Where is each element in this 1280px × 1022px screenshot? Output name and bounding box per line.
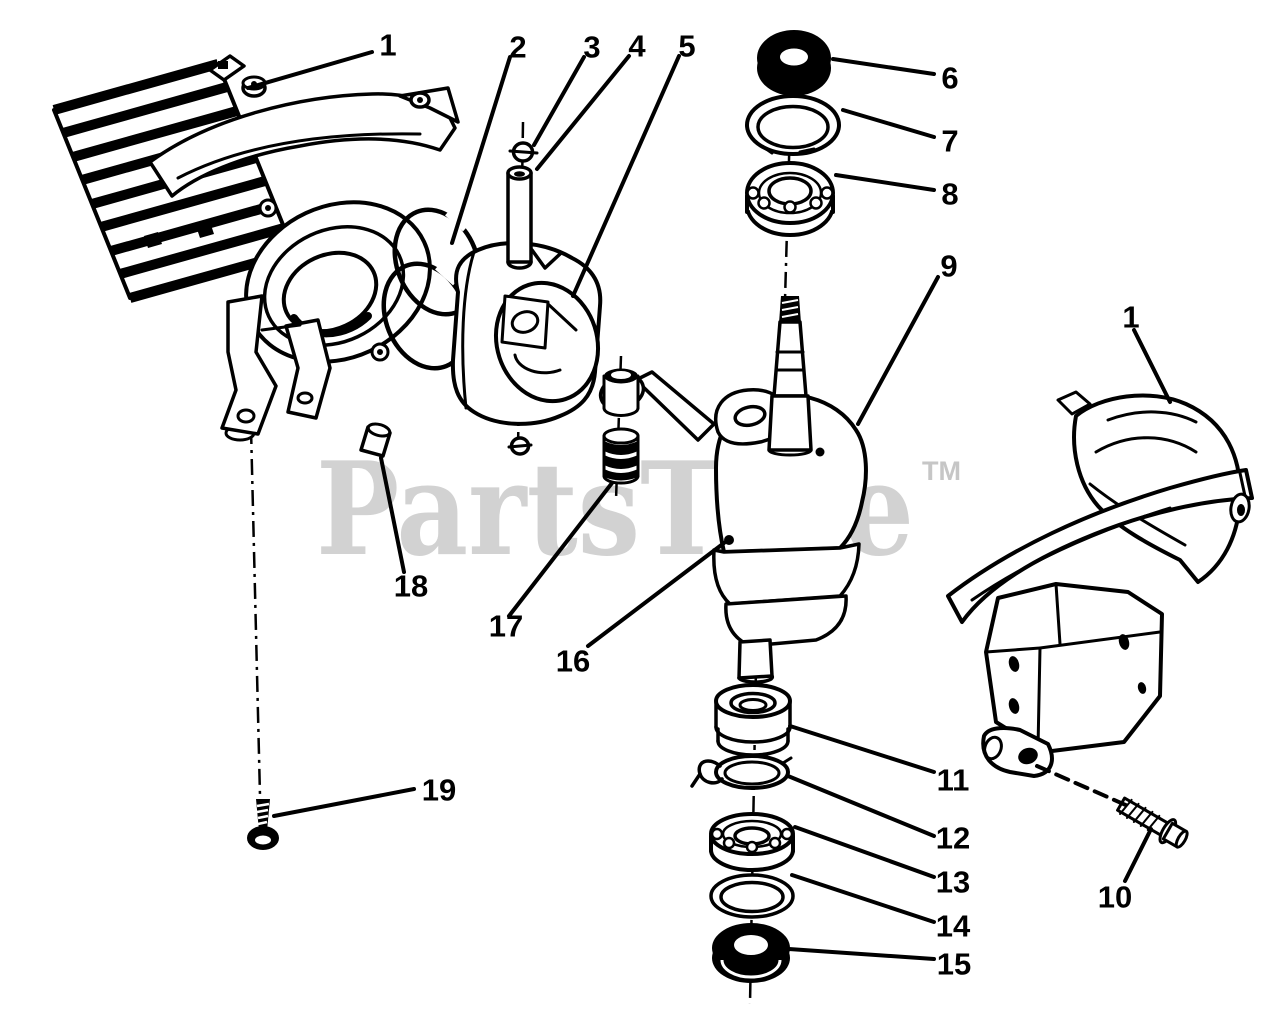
callout-4[interactable]: 4 [628,29,646,64]
callout-10[interactable]: 10 [1098,880,1132,915]
part-7-retaining-ring [745,94,841,156]
callout-17[interactable]: 17 [489,609,523,644]
part-12-retaining-clip [690,754,793,790]
callout-13[interactable]: 13 [936,865,970,900]
callout-leader-12 [786,774,936,838]
part-14-washer [709,873,795,919]
callout-5[interactable]: 5 [678,29,695,64]
callout-leader-1-right [1132,328,1172,404]
part-19-screw [247,799,279,850]
callout-12[interactable]: 12 [936,821,970,856]
callout-14[interactable]: 14 [936,909,971,944]
callout-leader-7 [841,108,936,139]
callout-leader-6 [831,57,936,76]
callout-leader-19 [272,787,416,818]
part-15-oil-seal [712,923,790,983]
part-1-cylinder-crankcase-assembly [52,54,460,442]
part-13-ball-bearing [709,812,795,872]
stud [196,222,214,238]
callout-19[interactable]: 19 [422,773,456,808]
callout-leader-16 [586,541,726,648]
callout-leader-3 [532,55,586,147]
callout-leader-14 [790,873,936,924]
callout-leader-5 [571,54,681,298]
part-18-bushing [359,422,392,458]
callout-leader-2 [450,55,512,245]
part-6-oil-seal [757,30,831,96]
part-4-piston-pin [506,165,533,270]
rod-needle-bearing [602,368,640,417]
head-bolt-hole [218,61,228,69]
callout-18[interactable]: 18 [394,569,428,604]
axis-case-screw [249,427,262,797]
retaining-clip-lower [507,436,533,456]
callout-leader-17 [507,481,614,618]
part-16-set-screw [724,535,734,545]
watermark-trademark: TM [922,456,961,486]
part-17-bearing-sleeve [602,427,640,485]
crankcase-mouth [244,198,432,364]
callout-7[interactable]: 7 [941,124,958,159]
callout-leader-1-left [246,50,374,90]
part-3-retaining-clip [508,141,539,163]
callout-leader-15 [787,947,936,961]
callout-2[interactable]: 2 [509,30,526,65]
callout-leader-18 [379,456,406,574]
crankcase-legs [220,294,332,442]
part-11-collar [714,683,792,757]
stud [144,232,162,248]
callout-leader-8 [834,173,936,192]
part-1-shroud-crankcase-half [946,390,1254,778]
part-9-crankshaft [712,296,868,684]
callout-11[interactable]: 11 [937,763,970,798]
callout-leader-10 [1123,827,1153,883]
callout-leader-4 [535,54,631,171]
callout-8[interactable]: 8 [941,177,958,212]
callout-leader-10-axis [1035,764,1130,808]
callout-leader-9 [856,275,940,426]
wrist-pin-boss [510,310,540,334]
callout-leader-11 [788,724,936,774]
callout-9[interactable]: 9 [940,249,957,284]
part-10-flange-bolt [1116,796,1189,849]
callout-15[interactable]: 15 [937,947,971,982]
part-5-piston [450,241,603,426]
callout-3[interactable]: 3 [583,30,600,65]
part-8-ball-bearing [745,161,835,237]
crank-counterweight-lower [724,594,848,648]
callout-6[interactable]: 6 [941,61,958,96]
callout-1-right[interactable]: 1 [1122,300,1139,335]
callout-leader-13 [793,825,936,879]
callout-1-left[interactable]: 1 [379,28,396,63]
callout-16[interactable]: 16 [556,644,590,679]
